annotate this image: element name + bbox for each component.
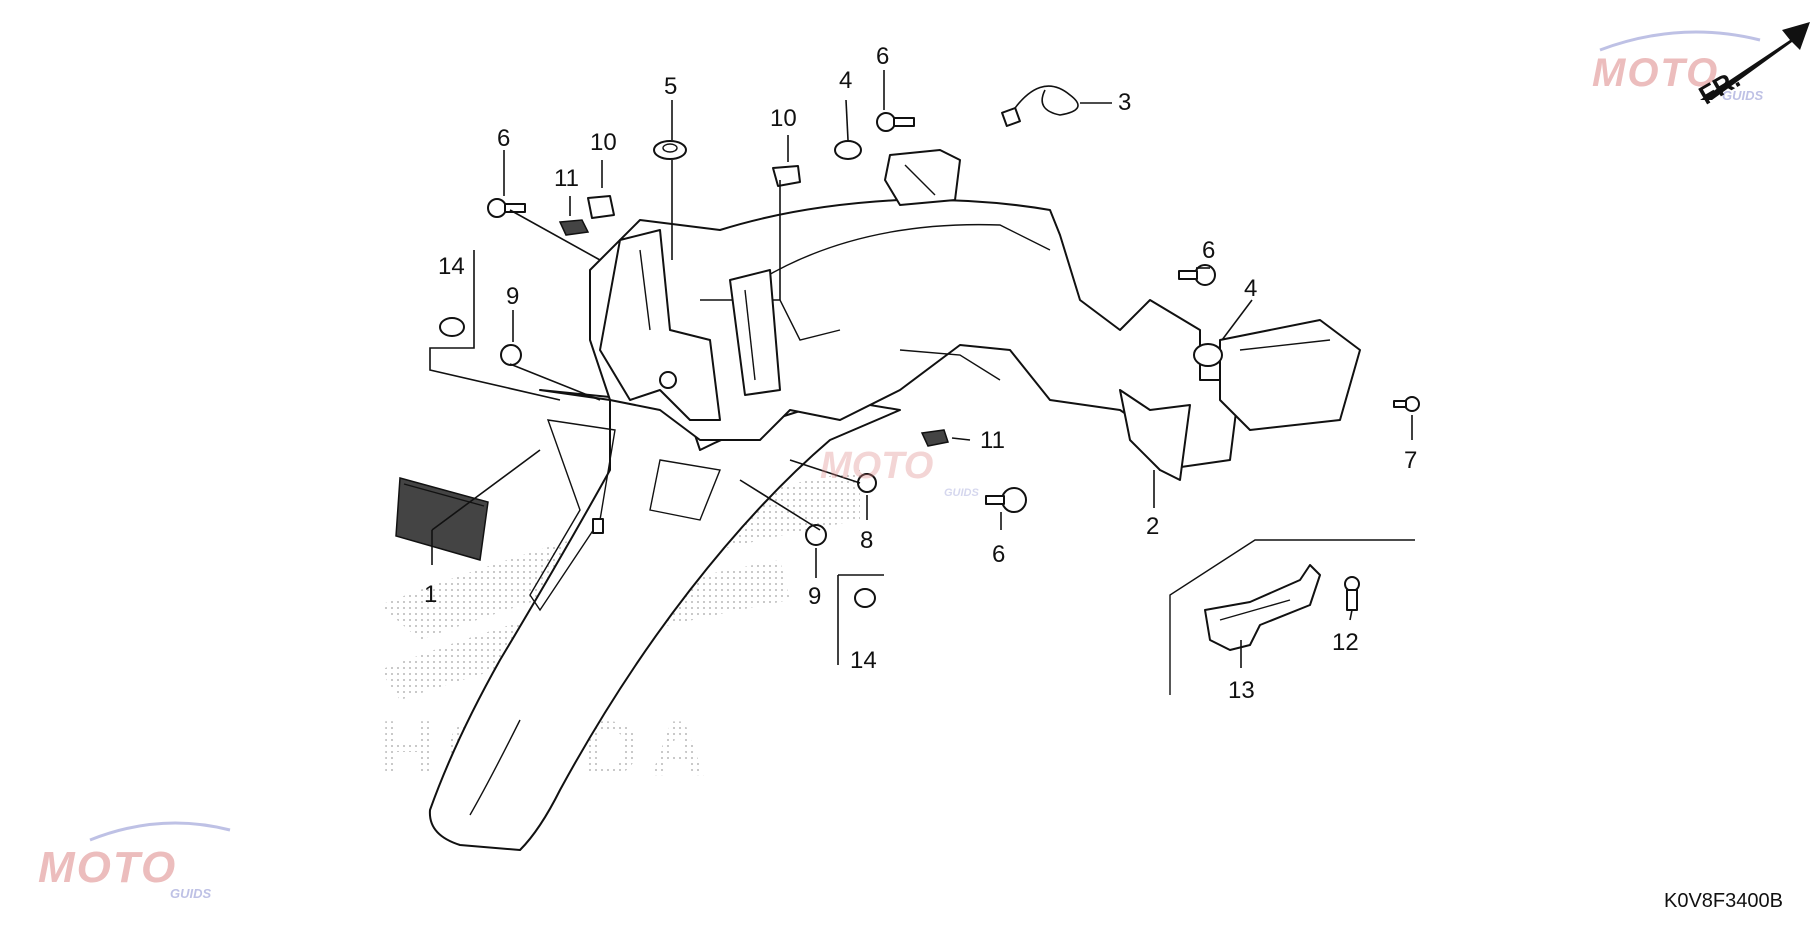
callout-9a: 9 [506, 283, 519, 310]
callout-5: 5 [664, 73, 677, 100]
callout-14b: 14 [850, 647, 877, 674]
nut-part-9b [805, 524, 827, 546]
top-bracket [884, 149, 961, 206]
wire-clip-part-3 [1001, 85, 1079, 127]
grommet-part-5 [653, 140, 687, 160]
bolt-part-6b [876, 112, 915, 132]
inner-fender [589, 198, 1361, 481]
grommet-part-4b [1193, 343, 1223, 367]
clip-part-10a [587, 195, 615, 219]
callout-14a: 14 [438, 253, 465, 280]
watermark-brand-center: MOTO [820, 445, 933, 487]
callout-4a: 4 [839, 67, 852, 94]
washer-part-14b [854, 588, 876, 608]
mounting-bracket [599, 229, 781, 421]
callout-11a: 11 [554, 165, 579, 192]
callout-10b: 10 [770, 105, 797, 132]
callout-9b: 9 [808, 583, 821, 610]
watermark-brand-bl: MOTO [38, 843, 177, 892]
bracket-part-13 [1204, 564, 1321, 651]
washer-part-14a [439, 317, 465, 337]
hardware [439, 112, 1420, 608]
watermark-top-right: MOTO GUIDS [1592, 30, 1764, 103]
screw-part-7 [1393, 396, 1420, 412]
bolt-part-6c [1178, 264, 1216, 286]
nut-part-9a [500, 344, 522, 366]
detail-inset [1169, 539, 1415, 695]
reflector-part-1 [395, 477, 489, 561]
grommet-part-4a [834, 140, 862, 160]
watermark-bottom-left: MOTO GUIDS [38, 821, 231, 901]
callout-labels: 1 2 3 4 4 5 6 6 6 6 7 8 9 9 10 10 11 11 … [424, 43, 1417, 704]
diagram-code: K0V8F3400B [1664, 890, 1783, 912]
callout-2: 2 [1146, 513, 1159, 540]
callout-12: 12 [1332, 629, 1359, 656]
callout-10a: 10 [590, 129, 617, 156]
watermark-sub-center: GUIDS [944, 487, 980, 499]
clip-part-11b [920, 429, 949, 447]
watermark-sub: GUIDS [1722, 88, 1764, 103]
bolt-part-6a [487, 198, 526, 218]
callout-13: 13 [1228, 677, 1255, 704]
clip-part-11a [558, 219, 590, 236]
callout-3: 3 [1118, 89, 1131, 116]
watermark-center: MOTO GUIDS [820, 445, 980, 499]
callout-1: 1 [424, 581, 437, 608]
callout-6a: 6 [497, 125, 510, 152]
callout-6b: 6 [876, 43, 889, 70]
callout-4b: 4 [1244, 275, 1257, 302]
clip-part-10b [772, 165, 801, 187]
screw-part-12 [1344, 576, 1360, 611]
watermark-sub-bl: GUIDS [170, 886, 212, 901]
callout-7: 7 [1404, 447, 1417, 474]
callout-8: 8 [860, 527, 873, 554]
watermark-brand: MOTO [1592, 51, 1719, 95]
leader-lines [429, 70, 1413, 668]
callout-6d: 6 [992, 541, 1005, 568]
bolt-part-6d [985, 487, 1027, 513]
callout-11b: 11 [980, 427, 1005, 454]
callout-6c: 6 [1202, 237, 1215, 264]
